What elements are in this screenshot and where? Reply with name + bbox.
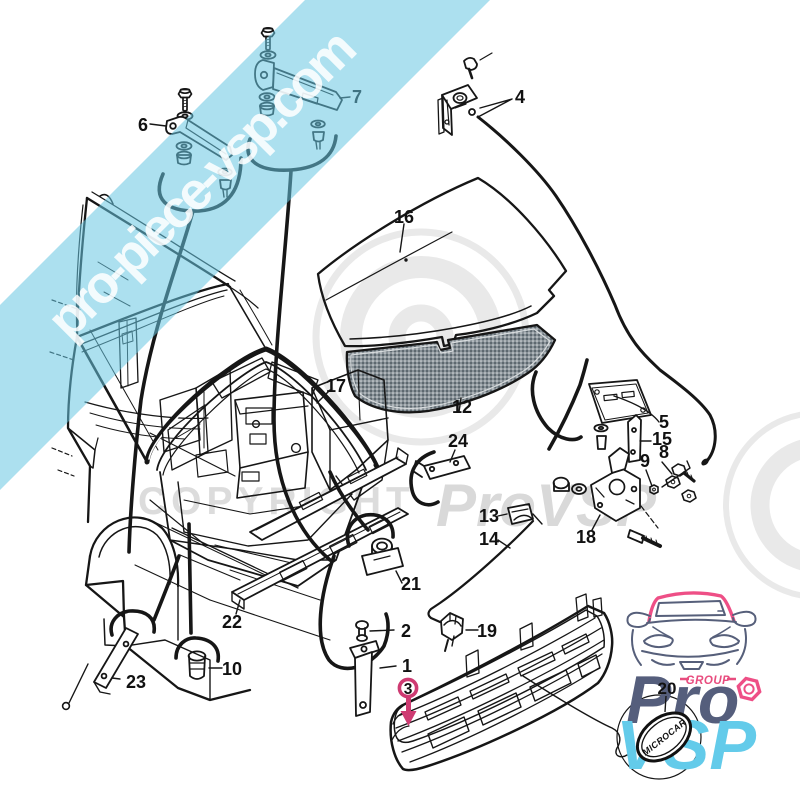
svg-text:8: 8	[659, 442, 669, 462]
svg-text:18: 18	[576, 527, 596, 547]
svg-text:17: 17	[326, 376, 346, 396]
svg-text:1: 1	[402, 656, 412, 676]
svg-text:24: 24	[448, 431, 468, 451]
svg-text:22: 22	[222, 612, 242, 632]
svg-text:6: 6	[138, 115, 148, 135]
svg-text:16: 16	[394, 207, 414, 227]
svg-text:4: 4	[515, 87, 525, 107]
svg-text:3: 3	[404, 681, 413, 698]
svg-text:12: 12	[452, 397, 472, 417]
svg-text:23: 23	[126, 672, 146, 692]
svg-text:21: 21	[401, 574, 421, 594]
svg-text:15: 15	[652, 429, 672, 449]
svg-text:13: 13	[479, 506, 499, 526]
svg-text:GROUP: GROUP	[686, 675, 731, 687]
svg-text:14: 14	[479, 529, 499, 549]
svg-text:9: 9	[640, 451, 650, 471]
svg-text:2: 2	[401, 621, 411, 641]
svg-text:19: 19	[477, 621, 497, 641]
svg-text:5: 5	[659, 412, 669, 432]
svg-text:20: 20	[658, 679, 677, 698]
svg-text:10: 10	[222, 659, 242, 679]
